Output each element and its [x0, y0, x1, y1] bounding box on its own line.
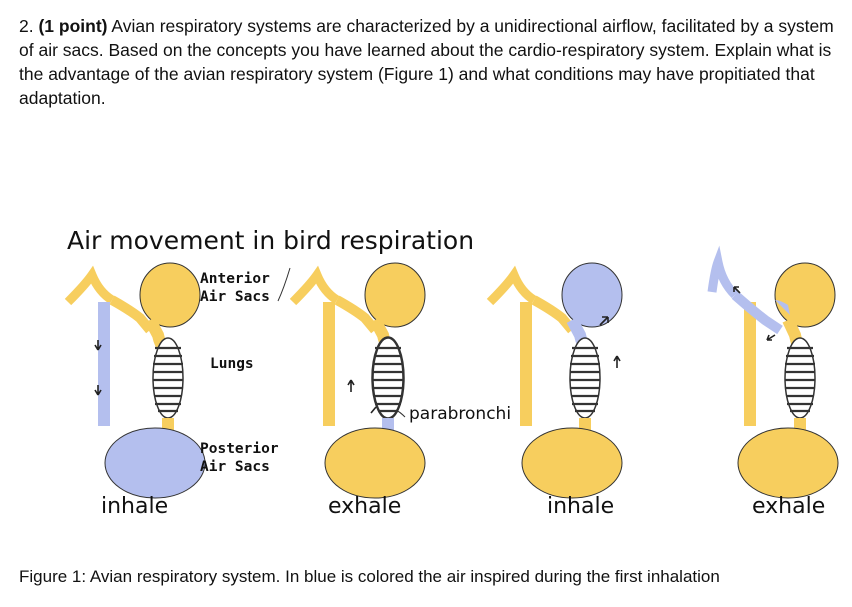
- question-text: 2. (1 point) Avian respiratory systems a…: [19, 14, 839, 110]
- diagram-exhale-1: [289, 262, 426, 499]
- question-points: (1 point): [38, 16, 108, 36]
- label-posterior: Posterior Air Sacs: [200, 441, 279, 475]
- diagram-exhale-2: [707, 245, 839, 499]
- phase-label: exhale: [328, 494, 402, 519]
- figure-caption: Figure 1: Avian respiratory system. In b…: [19, 567, 720, 586]
- figure-title: Air movement in bird respiration: [67, 226, 475, 255]
- phase-label: exhale: [752, 494, 826, 519]
- anterior-pointer: [277, 267, 291, 302]
- diagram-inhale-2: [486, 262, 623, 499]
- question-number: 2.: [19, 16, 34, 36]
- phase-label: inhale: [547, 494, 615, 519]
- label-anterior: Anterior Air Sacs: [200, 271, 270, 305]
- question-body: Avian respiratory systems are characteri…: [19, 16, 834, 108]
- label-lungs: Lungs: [210, 356, 254, 372]
- label-parabronchi: parabronchi: [409, 404, 512, 424]
- phase-label: inhale: [101, 494, 169, 519]
- diagram-inhale-1: [64, 262, 206, 499]
